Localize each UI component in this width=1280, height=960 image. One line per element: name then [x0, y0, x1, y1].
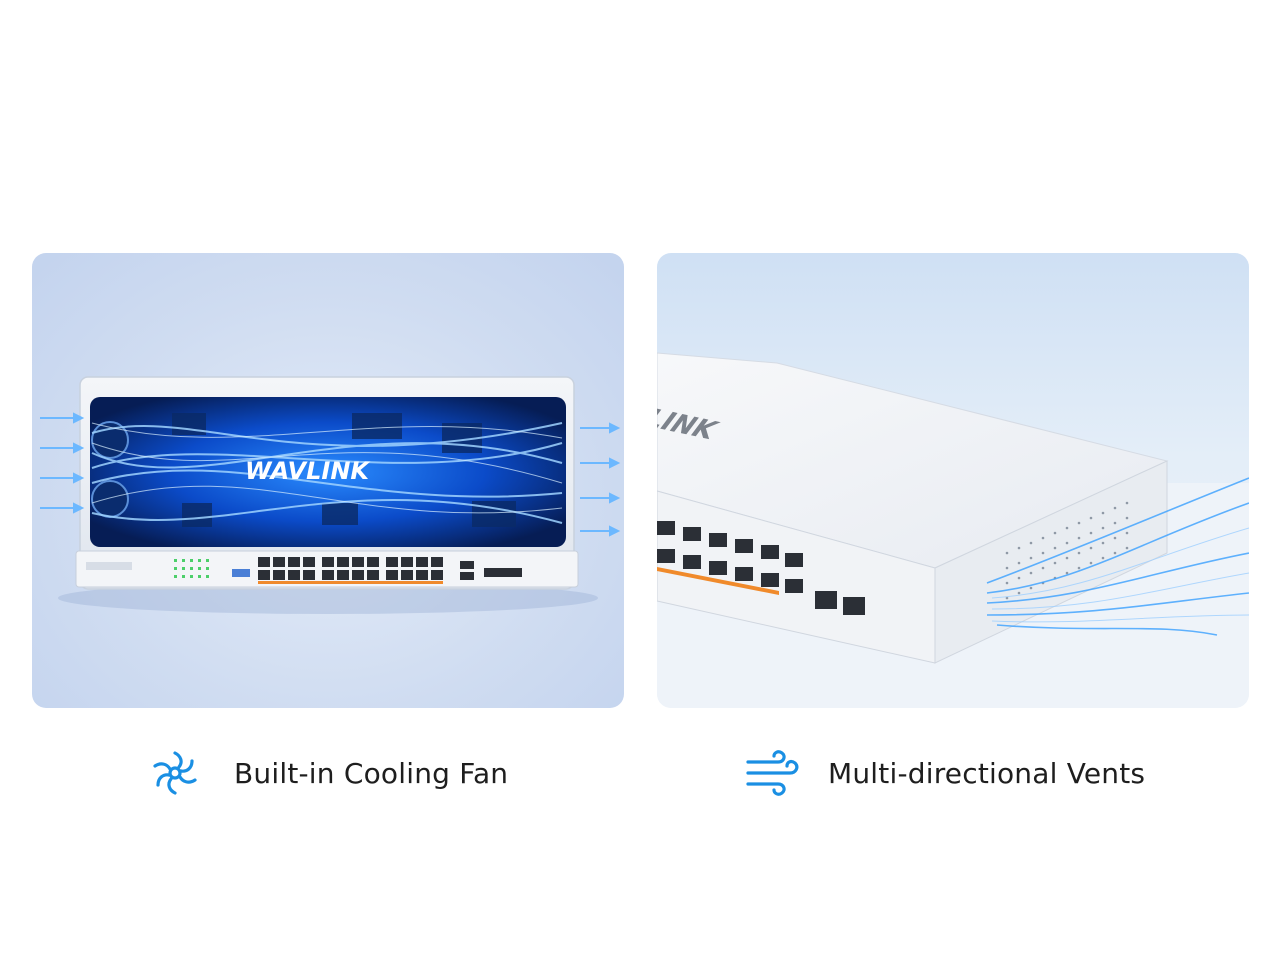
cooling-fan-label: Built-in Cooling Fan: [234, 756, 509, 790]
cooling-fan-photo: WAVLINK: [32, 253, 624, 708]
brand-logo: WAVLINK: [245, 457, 371, 485]
cooling-fan-caption: Built-in Cooling Fan: [146, 743, 508, 803]
fan-icon: [153, 751, 197, 795]
vents-photo: WAVLINK: [657, 253, 1249, 708]
open-switch-illustration: WAVLINK: [40, 376, 621, 614]
wind-icon: [746, 750, 799, 796]
vents-label: Multi-directional Vents: [828, 756, 1146, 790]
vents-caption: Multi-directional Vents: [744, 743, 1145, 803]
switch-vents-illustration: WAVLINK: [657, 352, 1249, 708]
